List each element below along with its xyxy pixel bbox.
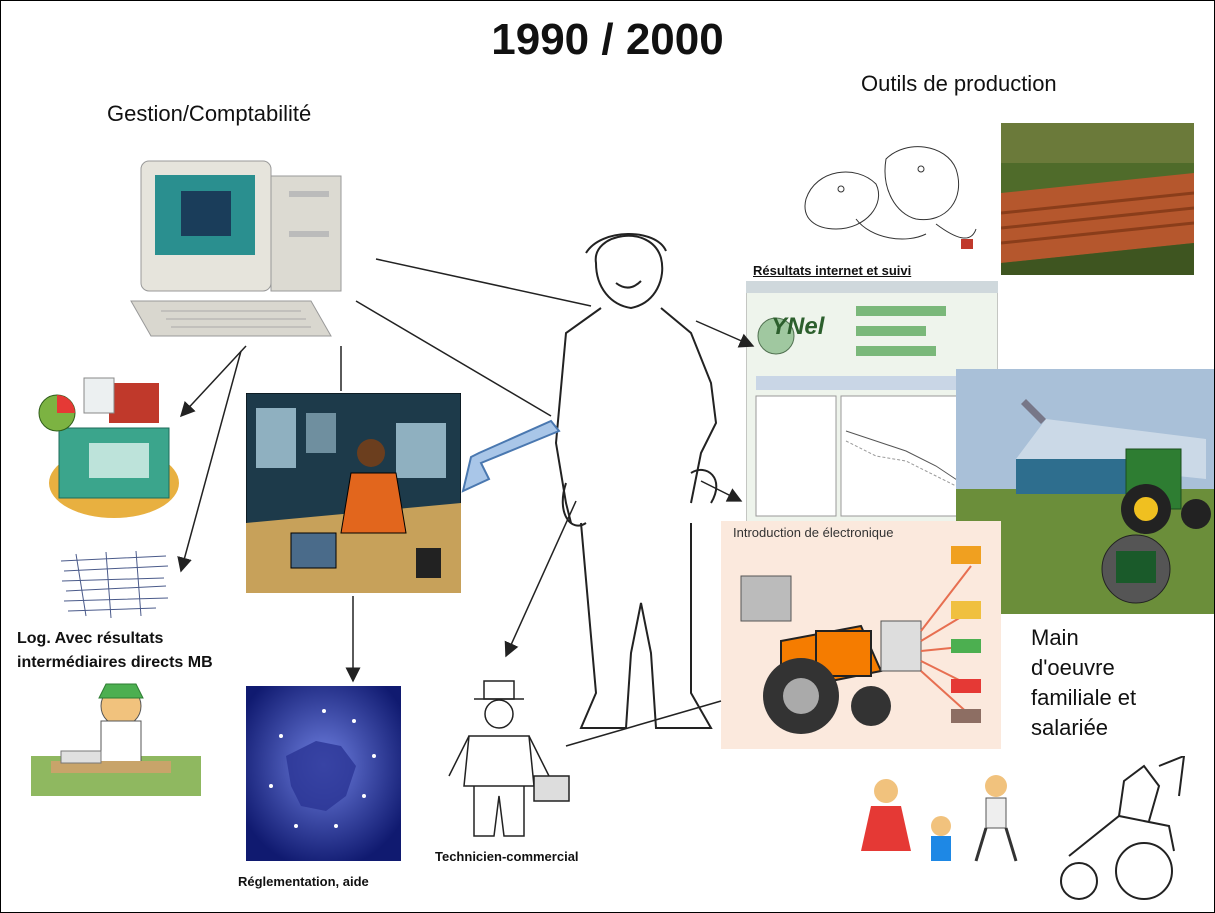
label-main-line3: familiale et	[1031, 685, 1137, 710]
label-log-line2: intermédiaires directs MB	[17, 654, 213, 671]
line-computer-farmer	[375, 258, 592, 307]
label-main-line2: d'oeuvre	[1031, 655, 1115, 680]
label-main-oeuvre: Main d'oeuvre familiale et salariée	[1031, 623, 1201, 743]
arrow-to-accounting	[179, 345, 247, 418]
accounting-clipart	[38, 377, 179, 518]
label-technicien: Technicien-commercial	[435, 849, 579, 864]
line-to-main-oeuvre	[565, 700, 722, 747]
arrow-to-log	[177, 350, 242, 573]
animals-sketch	[804, 146, 977, 249]
computer-icon	[130, 160, 342, 337]
arrow-to-salesman	[504, 500, 577, 658]
arrow-to-software	[695, 320, 755, 348]
label-gestion: Gestion/Comptabilité	[107, 101, 312, 126]
farmer-figure	[554, 233, 718, 729]
label-introduction: Introduction de électronique	[733, 525, 894, 540]
label-main-line4: salariée	[1031, 715, 1109, 740]
software-logo: YNel	[771, 313, 825, 340]
diagram-title: 1990 / 2000	[491, 15, 724, 64]
label-outils: Outils de production	[861, 71, 1057, 96]
log-document-icon	[60, 550, 169, 619]
line-computer-worker	[355, 300, 552, 417]
office-worker-illustration	[246, 393, 461, 593]
label-log: Log. Avec résultats intermédiaires direc…	[17, 627, 317, 675]
label-resultats: Résultats internet et suivi	[753, 263, 912, 278]
family-clipart	[861, 775, 1018, 862]
salesman-icon	[448, 680, 570, 837]
tractor-electronics-icon	[721, 521, 1001, 749]
field-photo	[1001, 123, 1194, 275]
label-main-line1: Main	[1031, 625, 1079, 650]
label-log-line1: Log. Avec résultats	[17, 630, 164, 647]
blue-arrow	[461, 419, 561, 493]
europe-map-icon	[246, 686, 401, 861]
accountant-clipart	[31, 683, 201, 796]
tractor-sketch	[1060, 756, 1186, 900]
arrow-to-electronics	[700, 480, 743, 502]
label-reglementation: Réglementation, aide	[238, 874, 369, 889]
